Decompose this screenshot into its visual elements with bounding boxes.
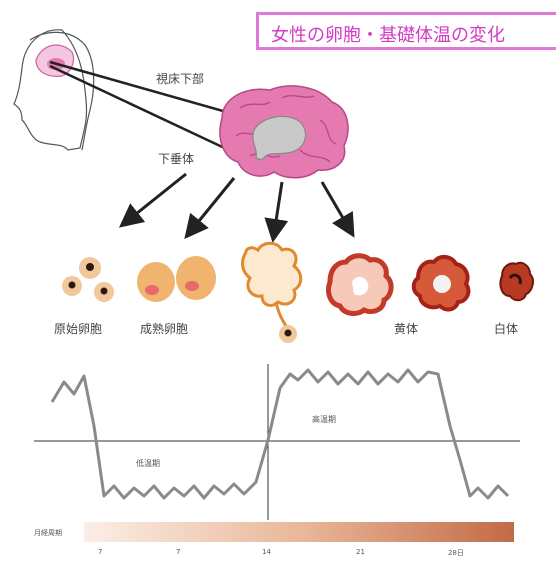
day-tick-5: 28日 [448,548,464,558]
corpus-luteum-label: 黄体 [394,320,418,337]
brain-illustration [220,86,348,178]
day-tick-3: 14 [262,548,271,556]
basal-temperature-curve [52,370,508,498]
mature-follicles [137,256,216,302]
head-profile-illustration [14,30,94,150]
arrow-to-corpus-luteum [322,182,350,230]
day-tick-1: 7 [98,548,102,556]
low-phase-label: 低温期 [136,458,160,469]
pituitary-label: 下垂体 [158,150,194,167]
arrow-to-primordial [126,174,186,222]
hypothalamus-label: 視床下部 [156,70,204,87]
day-tick-4: 21 [356,548,365,556]
primordial-follicle-label: 原始卵胞 [54,320,102,337]
ovulating-follicle [243,243,301,343]
day-tick-2: 7 [176,548,180,556]
corpus-albicans-label: 白体 [494,320,518,337]
arrow-to-mature [190,178,234,232]
arrow-to-ovulation [274,182,282,234]
high-phase-label: 高温期 [312,414,336,425]
cycle-axis-label: 月経周期 [34,528,62,538]
corpus-luteum-stages [328,256,533,314]
cycle-gradient-bar [84,522,514,542]
mature-follicle-label: 成熟卵胞 [140,320,188,337]
primordial-follicles [62,257,114,302]
